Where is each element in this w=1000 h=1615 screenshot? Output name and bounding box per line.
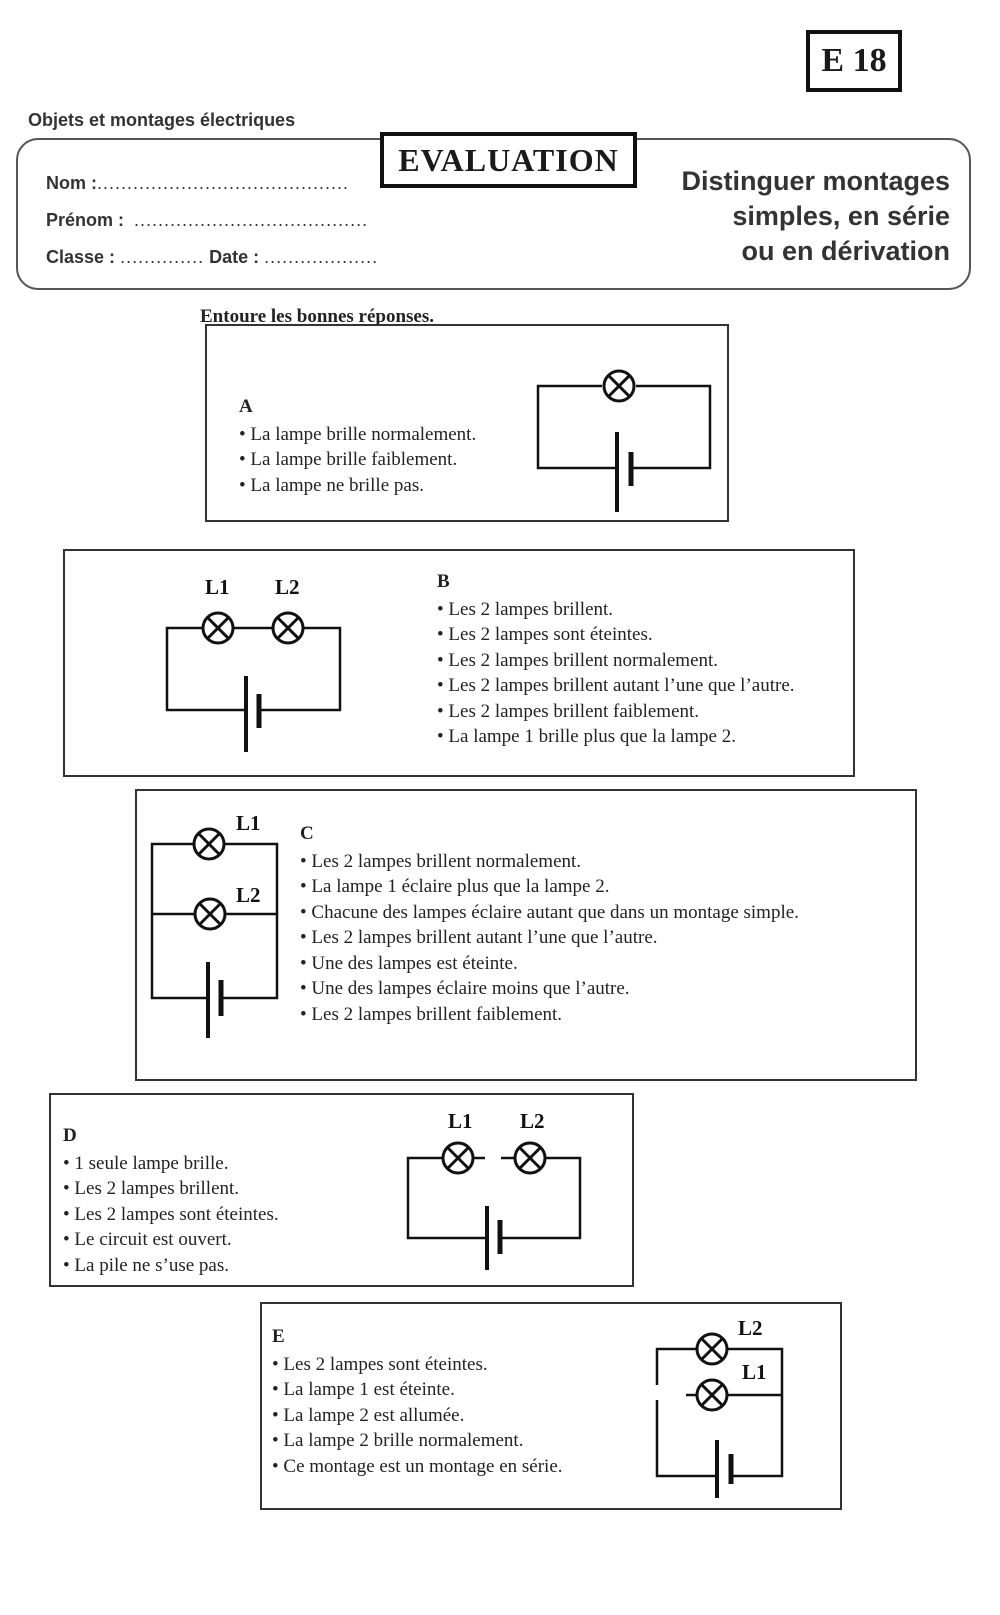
- question-c-text: C Les 2 lampes brillent normalement. La …: [300, 821, 799, 1027]
- subject-title: Objets et montages électriques: [28, 110, 296, 130]
- lamp-symbol-icon: [602, 369, 636, 403]
- classe-dots: ..............: [120, 247, 205, 267]
- option[interactable]: La pile ne s’use pas.: [63, 1253, 279, 1279]
- nom-dots: ........................................…: [97, 173, 350, 193]
- panel-a: A La lampe brille normalement. La lampe …: [205, 324, 729, 522]
- battery-symbol-icon: [244, 676, 262, 752]
- classe-date-field[interactable]: Classe : .............. Date : .........…: [46, 239, 378, 276]
- wire: [150, 842, 208, 1000]
- question-a-text: A La lampe brille normalement. La lampe …: [239, 394, 476, 498]
- lamp-label: L1: [205, 575, 230, 599]
- wire: [631, 384, 712, 470]
- option[interactable]: Chacune des lampes éclaire autant que da…: [300, 900, 799, 926]
- panel-b: B Les 2 lampes brillent. Les 2 lampes so…: [63, 549, 855, 777]
- lamp-label: L1: [742, 1360, 767, 1384]
- panel-d: D 1 seule lampe brille. Les 2 lampes bri…: [49, 1093, 634, 1287]
- option[interactable]: Les 2 lampes sont éteintes.: [63, 1202, 278, 1228]
- wire: [258, 626, 342, 712]
- option[interactable]: La lampe 1 brille plus que la lampe 2.: [437, 724, 795, 750]
- option[interactable]: Les 2 lampes brillent normalement.: [300, 849, 799, 875]
- lamp-label: L2: [520, 1109, 545, 1133]
- wire: [165, 626, 245, 712]
- nom-label: Nom :: [46, 173, 97, 193]
- battery-symbol-icon: [715, 1440, 734, 1498]
- option[interactable]: Les 2 lampes brillent autant l’une que l…: [300, 925, 799, 951]
- option[interactable]: Les 2 lampes brillent faiblement.: [437, 699, 795, 725]
- objective-line-3: ou en dérivation: [741, 236, 950, 266]
- wire: [727, 1347, 784, 1478]
- date-label: Date :: [209, 247, 260, 267]
- objective: Distinguer montages simples, en série ou…: [620, 164, 950, 269]
- option[interactable]: La lampe 1 est éteinte.: [272, 1377, 563, 1403]
- lamp-label: L1: [236, 811, 261, 835]
- question-b-text: B Les 2 lampes brillent. Les 2 lampes so…: [437, 569, 795, 750]
- option[interactable]: Les 2 lampes sont éteintes.: [272, 1352, 563, 1378]
- option[interactable]: Les 2 lampes sont éteintes.: [437, 622, 795, 648]
- option[interactable]: La lampe 2 est allumée.: [272, 1403, 563, 1429]
- prenom-field[interactable]: Prénom : ...............................…: [46, 202, 378, 239]
- wire: [655, 1400, 718, 1478]
- option[interactable]: Le circuit est ouvert.: [63, 1227, 279, 1253]
- option[interactable]: La lampe ne brille pas.: [239, 473, 476, 499]
- battery-symbol-icon: [615, 432, 634, 512]
- option[interactable]: La lampe brille faiblement.: [239, 447, 476, 473]
- option[interactable]: Les 2 lampes brillent autant l’une que l…: [437, 673, 794, 699]
- option[interactable]: Les 2 lampes brillent faiblement.: [300, 1002, 799, 1028]
- lamp-symbol-icon: [695, 1332, 729, 1366]
- objective-line-1: Distinguer montages: [681, 166, 950, 196]
- wire: [655, 1347, 697, 1385]
- question-e-text: E Les 2 lampes sont éteintes. La lampe 1…: [272, 1324, 563, 1479]
- wire: [221, 842, 279, 1000]
- option[interactable]: Une des lampes est éteinte.: [300, 951, 799, 977]
- battery-symbol-icon: [485, 1206, 503, 1270]
- question-letter: A: [239, 396, 253, 417]
- option[interactable]: Les 2 lampes brillent normalement.: [437, 648, 795, 674]
- instruction: Entoure les bonnes réponses.: [200, 306, 435, 327]
- question-letter: B: [437, 571, 450, 592]
- lamp-symbol-icon: [192, 827, 226, 861]
- wire: [536, 384, 616, 470]
- prenom-label: Prénom :: [46, 210, 125, 230]
- question-letter: D: [63, 1125, 77, 1146]
- option[interactable]: Les 2 lampes brillent.: [437, 597, 795, 623]
- worksheet-code: E 18: [806, 30, 902, 92]
- lamp-symbol-icon: [513, 1141, 547, 1175]
- student-fields: Nom :...................................…: [46, 165, 378, 276]
- option[interactable]: Les 2 lampes brillent.: [63, 1176, 279, 1202]
- wire: [406, 1156, 486, 1240]
- battery-symbol-icon: [206, 962, 224, 1038]
- objective-line-2: simples, en série: [732, 201, 950, 231]
- lamp-label: L2: [738, 1316, 763, 1340]
- question-letter: E: [272, 1326, 285, 1347]
- lamp-label: L2: [275, 575, 300, 599]
- lamp-symbol-icon: [695, 1378, 729, 1412]
- option[interactable]: 1 seule lampe brille.: [63, 1151, 279, 1177]
- date-dots: ...................: [264, 247, 379, 267]
- classe-label: Classe :: [46, 247, 116, 267]
- lamp-symbol-icon: [441, 1141, 475, 1175]
- option[interactable]: Ce montage est un montage en série.: [272, 1454, 562, 1480]
- wire: [499, 1156, 582, 1240]
- panel-c: C Les 2 lampes brillent normalement. La …: [135, 789, 917, 1081]
- lamp-symbol-icon: [193, 897, 227, 931]
- lamp-label: L1: [448, 1109, 473, 1133]
- lamp-symbol-icon: [271, 611, 305, 645]
- option[interactable]: La lampe brille normalement.: [239, 422, 476, 448]
- lamp-label: L2: [236, 883, 261, 907]
- lamp-symbol-icon: [201, 611, 235, 645]
- question-d-text: D 1 seule lampe brille. Les 2 lampes bri…: [63, 1123, 279, 1278]
- option[interactable]: Une des lampes éclaire moins que l’autre…: [300, 976, 799, 1002]
- option[interactable]: La lampe 1 éclaire plus que la lampe 2.: [300, 874, 799, 900]
- evaluation-title: EVALUATION: [380, 132, 637, 188]
- nom-field[interactable]: Nom :...................................…: [46, 165, 378, 202]
- option[interactable]: La lampe 2 brille normalement.: [272, 1428, 563, 1454]
- question-letter: C: [300, 823, 314, 844]
- prenom-dots: .......................................: [134, 210, 369, 230]
